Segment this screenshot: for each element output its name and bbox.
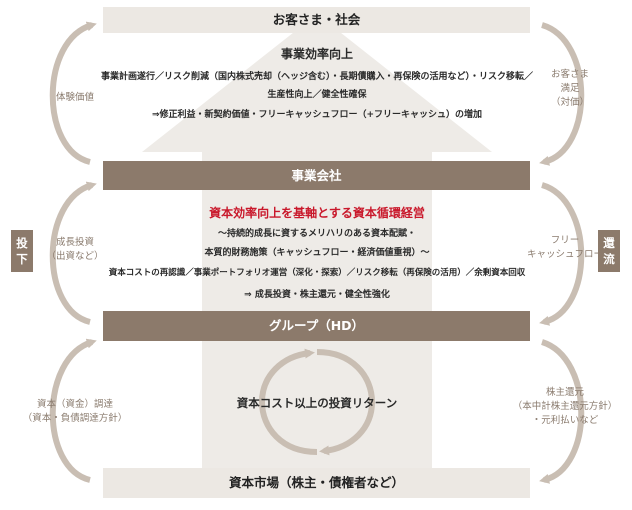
capital-raising-line-2: （資本・負債調達方針） — [22, 413, 128, 424]
right-cycle-arrow-top — [539, 22, 585, 166]
return-flow-tag: 還 流 — [598, 230, 620, 272]
left-cycle-arrow-middle — [49, 181, 97, 325]
left-cycle-arrow-top — [49, 21, 97, 165]
efficiency-line-3: ⇒修正利益・新契約価値・フリーキャッシュフロー（+フリーキャッシュ）の増加 — [151, 110, 483, 120]
free-cashflow-label: フリー キャッシュフロー — [510, 234, 620, 262]
group-hd-bar: グループ（HD） — [103, 311, 530, 341]
return-flow-tag-char-2: 流 — [603, 252, 615, 266]
experience-value-label: 体験価値 — [55, 92, 94, 103]
investment-return-title: 資本コスト以上の投資リターン — [236, 396, 398, 410]
investment-tag-char-1: 投 — [16, 236, 28, 250]
right-cycle-arrow-bottom — [539, 339, 585, 484]
growth-investment-label: 成長投資 （出資など） — [40, 236, 110, 264]
shareholder-return-line-1: 株主還元 — [545, 387, 584, 398]
right-cycle-arrow-middle — [539, 182, 585, 326]
center-cycle-arrow-right — [316, 349, 376, 456]
capital-cycle-line-3: 資本コストの再認識／事業ポートフォリオ運営（深化・探索）／リスク移転（再保険の活… — [108, 268, 526, 278]
center-cycle-arrow-left — [258, 348, 318, 455]
capital-cycle-line-2: 本質的財務施策（キャッシュフロー・経済価値重視）～ — [204, 248, 430, 258]
efficiency-line-1: 事業計画遂行／リスク削減（国内株式売却（ヘッジ含む）・長期債購入・再保険の活用な… — [100, 72, 533, 82]
efficiency-title: 事業効率向上 — [280, 47, 353, 61]
capital-cycle-title: 資本効率向上を基軸とする資本循環経営 — [209, 206, 425, 220]
shareholder-return-line-3: ・元利払いなど — [531, 415, 599, 426]
capital-cycle-line-1: ～持続的成長に資するメリハリのある資本配賦・ — [217, 229, 416, 239]
growth-investment-line-1: 成長投資 — [55, 237, 94, 248]
return-flow-tag-char-1: 還 — [603, 236, 615, 250]
shareholder-return-line-2: （本中計株主還元方針） — [512, 401, 618, 412]
customer-satisfaction-line-3: （対価） — [550, 97, 589, 108]
capital-raising-label: 資本（資金）調達 （資本・負債調達方針） — [20, 398, 130, 426]
investment-tag: 投 下 — [11, 230, 33, 272]
customer-society-bar: お客さま・社会 — [103, 7, 530, 33]
operating-company-bar: 事業会社 — [103, 161, 530, 190]
customer-satisfaction-line-2: 満足 — [560, 83, 580, 94]
free-cashflow-line-2: キャッシュフロー — [526, 249, 603, 260]
customer-satisfaction-line-1: お客さま — [550, 69, 589, 80]
shareholder-return-label: 株主還元 （本中計株主還元方針） ・元利払いなど — [505, 386, 625, 428]
customer-satisfaction-label: お客さま 満足 （対価） — [535, 68, 605, 110]
capital-raising-line-1: 資本（資金）調達 — [36, 399, 113, 410]
capital-cycle-line-4: ⇒ 成長投資・株主還元・健全性強化 — [244, 290, 390, 300]
left-cycle-arrow-bottom — [49, 338, 97, 483]
investment-tag-char-2: 下 — [16, 252, 28, 266]
growth-investment-line-2: （出資など） — [46, 251, 104, 262]
upward-arrow-shape — [142, 14, 492, 492]
capital-market-bar: 資本市場（株主・債権者など） — [103, 468, 530, 498]
free-cashflow-line-1: フリー — [550, 235, 580, 246]
efficiency-line-2: 生産性向上／健全性確保 — [267, 90, 367, 100]
